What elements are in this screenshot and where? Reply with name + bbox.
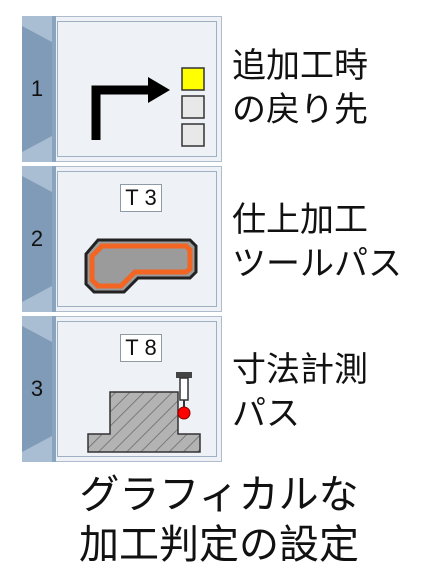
- operation-row-2[interactable]: 2 T 3: [22, 166, 222, 312]
- row-number: 3: [30, 376, 44, 401]
- description-line: 寸法計測: [232, 350, 368, 390]
- return-arrow-icon: [91, 67, 205, 147]
- tool-number-label: T 3: [120, 184, 162, 212]
- row-tab-3[interactable]: 3: [22, 316, 56, 462]
- operation-cell-2[interactable]: T 3: [57, 171, 217, 307]
- operation-row-1[interactable]: 1: [22, 16, 222, 162]
- operation-row-3[interactable]: 3 T 8: [22, 316, 222, 462]
- description-line: ツールパス: [232, 244, 402, 284]
- row-tab-1[interactable]: 1: [22, 16, 56, 162]
- row-1-description: 追加工時 の戻り先: [232, 44, 432, 132]
- operation-list-panel: 1 2 T 3: [22, 12, 222, 468]
- description-line: の戻り先: [232, 90, 368, 130]
- row-2-description: 仕上加工 ツールパス: [232, 198, 432, 286]
- row-number: 1: [30, 76, 44, 101]
- finish-toolpath-icon: [84, 238, 198, 294]
- operation-cell-3[interactable]: T 8: [57, 321, 217, 457]
- operation-cell-1[interactable]: [57, 21, 217, 157]
- row-number: 2: [30, 226, 44, 251]
- description-line: 追加工時: [232, 46, 368, 86]
- description-line: パス: [232, 394, 300, 434]
- footer-line-1: グラフィカルな: [79, 472, 359, 518]
- description-line: 仕上加工: [232, 200, 368, 240]
- row-3-description: 寸法計測 パス: [232, 348, 432, 436]
- probe-measurement-icon: [87, 372, 201, 453]
- footer-caption: グラフィカルな 加工判定の設定: [0, 470, 438, 570]
- footer-line-2: 加工判定の設定: [79, 522, 359, 568]
- row-tab-2[interactable]: 2: [22, 166, 56, 312]
- tool-number-label: T 8: [120, 334, 162, 362]
